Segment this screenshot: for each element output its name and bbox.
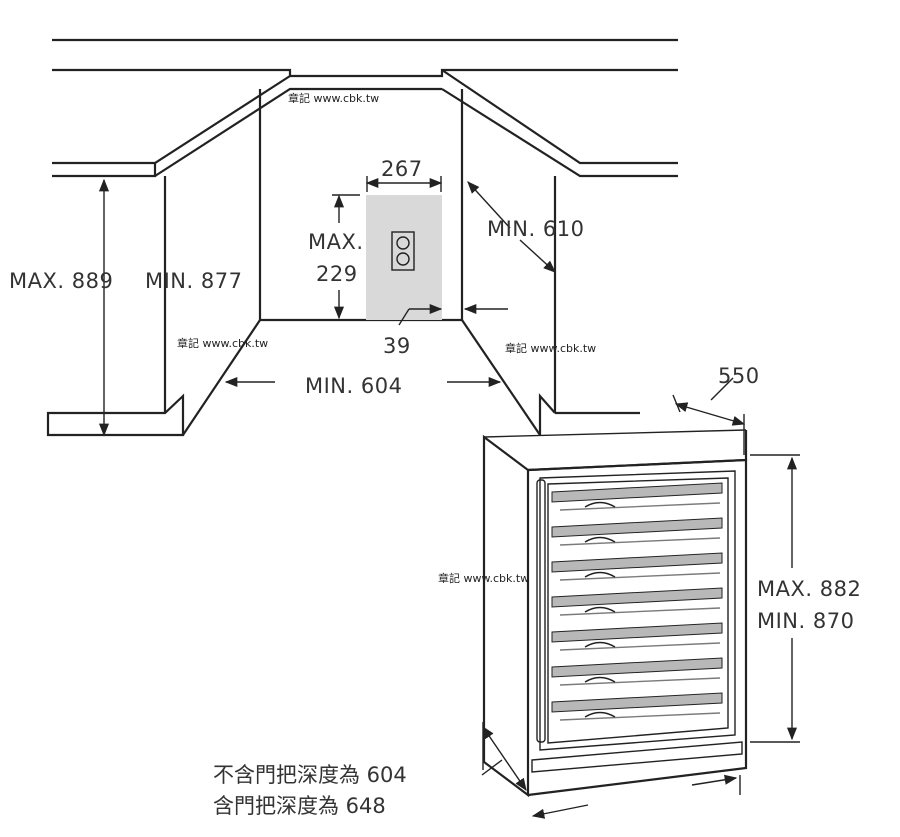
depth-total-arrow [482,725,527,792]
bottle-rows [559,502,721,721]
depth-610-arrow-top [467,181,511,229]
watermark-left: 章記 www.cbk.tw [177,336,268,350]
socket-hole-bottom [396,252,410,266]
shelf-6 [551,657,723,678]
depth-550-arrow [674,402,746,426]
shelf-1 [551,482,723,503]
depth-total-leader [481,759,503,776]
depth-with-handle-label: 含門把深度為 648 [213,794,386,818]
shelf-3 [551,552,723,573]
shelf-pull-5 [584,641,616,648]
shelf-4 [551,587,723,608]
depth-610-arrow-bottom [519,239,556,273]
shelf-pull-4 [584,606,616,613]
cooler-top-back [483,429,747,438]
shelf-7 [551,692,723,713]
shelf-pull-2 [584,536,616,543]
bottom-vent [531,741,743,773]
counter-edge [52,68,678,78]
door-glass-inner [547,477,729,744]
outlet-width-label: 267 [381,157,423,181]
right-upper-panel [441,69,678,165]
door-handle [536,479,546,743]
appliance-height-min-label: MIN. 870 [757,609,854,633]
width-label: MIN. 604 [305,374,402,398]
outlet-offset-label: 39 [383,334,411,358]
floor-right-diag [461,319,541,436]
height-min-label: MIN. 877 [145,269,242,293]
socket-hole-top [396,236,410,250]
depth-label: MIN. 610 [487,217,584,241]
door-glass-frame [539,470,736,751]
shelf-pull-7 [584,711,616,718]
shelf-pull-3 [584,571,616,578]
appliance-depth-label: 550 [718,364,760,388]
cooler-front [527,458,748,797]
watermark-right: 章記 www.cbk.tw [505,341,596,355]
shelf-5 [551,622,723,643]
width-arrow-right [691,774,738,786]
shelves [551,482,723,721]
outlet-height-max-label: MAX. [308,230,364,254]
shelf-pull-6 [584,676,616,683]
depth-550-tick-left [672,394,681,413]
cooler-dimensions [481,377,800,819]
cooler-side [482,434,530,798]
outlet-zone [366,195,442,320]
right-plinth-corner [538,393,556,435]
watermark-top: 章記 www.cbk.tw [288,91,379,105]
shelf-pull-1 [584,501,616,508]
watermark-cabinet: 章記 www.cbk.tw [438,571,529,585]
power-socket-icon [391,231,415,271]
outlet-offset-leader [398,308,410,326]
niche-dimensions [98,176,556,437]
width-arrow-left [531,804,589,819]
outlet-height-value-label: 229 [316,262,358,286]
left-upper-edge [52,163,157,178]
height-max-label: MAX. 889 [9,269,113,293]
depth-550-leader [710,377,734,401]
wine-cooler-drawing [482,429,748,798]
shelf-2 [551,517,723,538]
top-inner-edge [154,87,442,177]
left-plinth [46,393,185,437]
floor-left-diag [182,319,261,436]
left-upper-panel [52,75,291,165]
right-upper-edge [441,88,678,178]
appliance-height-max-label: MAX. 882 [757,577,861,601]
depth-without-handle-label: 不含門把深度為 604 [213,763,407,787]
